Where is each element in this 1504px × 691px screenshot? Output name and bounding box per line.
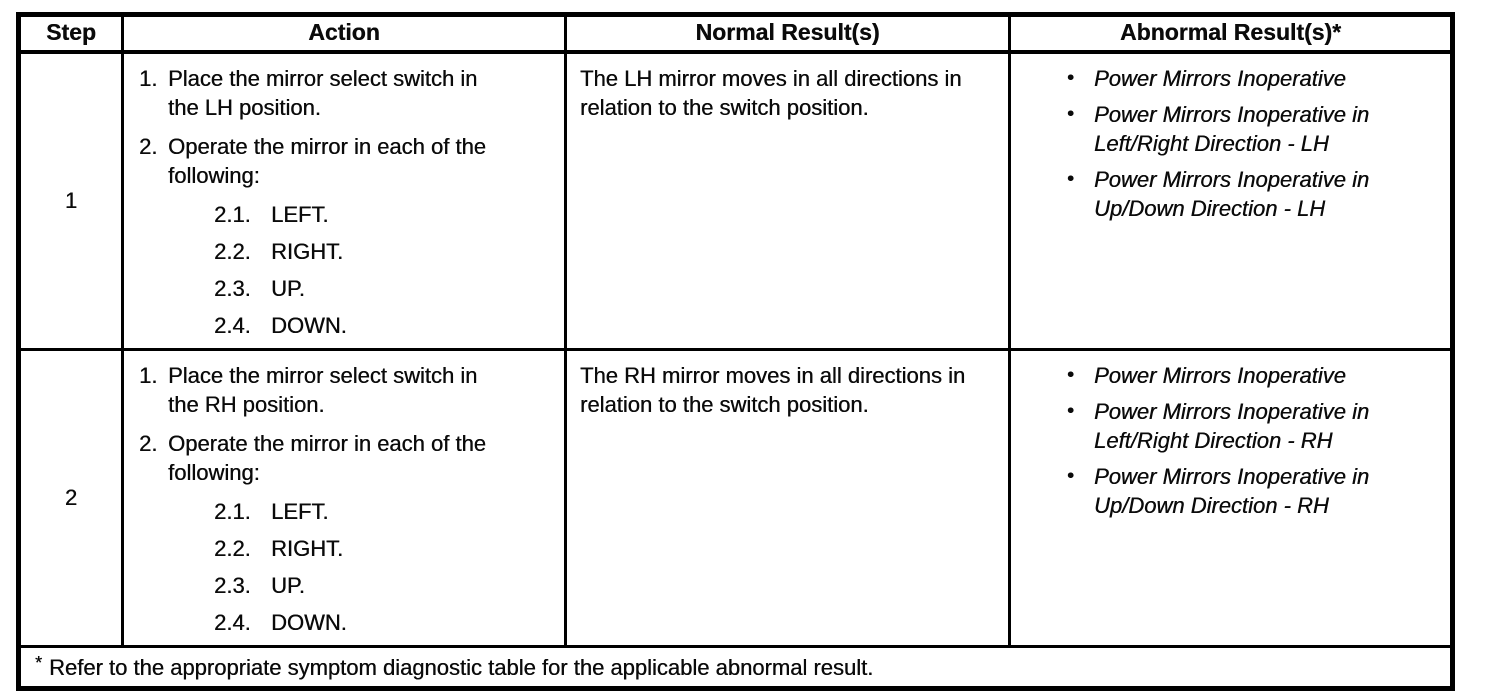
abnormal-result-item: • Power Mirrors Inoperative in Left/Righ… [1011, 397, 1444, 455]
action-item: 2. Operate the mirror in each of the fol… [139, 429, 556, 487]
sub-action-text: UP. [271, 571, 305, 600]
abnormal-result-cell: • Power Mirrors Inoperative • Power Mirr… [1010, 350, 1453, 647]
column-header-normal-results: Normal Result(s) [566, 15, 1010, 53]
action-item-text: Operate the mirror in each of the follow… [168, 132, 496, 190]
action-item-number: 1. [139, 361, 168, 419]
normal-result-cell: The LH mirror moves in all directions in… [566, 52, 1010, 350]
abnormal-result-text: Power Mirrors Inoperative in Left/Right … [1094, 100, 1412, 158]
step-number: 1 [19, 52, 123, 350]
abnormal-result-text: Power Mirrors Inoperative in Left/Right … [1094, 397, 1412, 455]
bullet-icon: • [1067, 361, 1094, 390]
abnormal-result-item: • Power Mirrors Inoperative [1011, 64, 1444, 93]
action-item: 2. Operate the mirror in each of the fol… [139, 132, 556, 190]
bullet-icon: • [1067, 64, 1094, 93]
action-cell: 1. Place the mirror select switch in the… [123, 350, 566, 647]
abnormal-result-item: • Power Mirrors Inoperative in Up/Down D… [1011, 165, 1444, 223]
action-item: 1. Place the mirror select switch in the… [139, 64, 556, 122]
footnote-asterisk: * [35, 649, 42, 677]
normal-result-cell: The RH mirror moves in all directions in… [566, 350, 1010, 647]
normal-result-text: The LH mirror moves in all directions in… [580, 64, 982, 122]
column-header-abnormal-results: Abnormal Result(s)* [1010, 15, 1453, 53]
sub-action-item: 2.4. DOWN. [214, 608, 556, 637]
sub-action-item: 2.4. DOWN. [214, 311, 556, 340]
sub-action-text: LEFT. [271, 200, 328, 229]
sub-action-number: 2.3. [214, 571, 271, 600]
action-item-text: Place the mirror select switch in the RH… [168, 361, 496, 419]
sub-action-item: 2.2. RIGHT. [214, 237, 556, 266]
action-item-text: Operate the mirror in each of the follow… [168, 429, 496, 487]
sub-action-item: 2.1. LEFT. [214, 200, 556, 229]
sub-action-text: LEFT. [271, 497, 328, 526]
sub-action-text: DOWN. [271, 311, 347, 340]
sub-action-number: 2.1. [214, 200, 271, 229]
scanned-document-page: Step Action Normal Result(s) Abnormal Re… [0, 0, 1504, 654]
sub-action-item: 2.1. LEFT. [214, 497, 556, 526]
sub-action-number: 2.2. [214, 237, 271, 266]
sub-action-number: 2.1. [214, 497, 271, 526]
abnormal-result-cell: • Power Mirrors Inoperative • Power Mirr… [1010, 52, 1453, 350]
sub-action-item: 2.3. UP. [214, 274, 556, 303]
sub-action-number: 2.4. [214, 311, 271, 340]
header-row: Step Action Normal Result(s) Abnormal Re… [19, 15, 1453, 53]
bullet-icon: • [1067, 165, 1094, 223]
action-item-text: Place the mirror select switch in the LH… [168, 64, 496, 122]
abnormal-result-item: • Power Mirrors Inoperative [1011, 361, 1444, 390]
abnormal-result-text: Power Mirrors Inoperative [1094, 361, 1346, 390]
sub-action-number: 2.2. [214, 534, 271, 563]
table-row: 2 1. Place the mirror select switch in t… [19, 350, 1453, 647]
diagnostic-table: Step Action Normal Result(s) Abnormal Re… [16, 12, 1455, 691]
sub-action-number: 2.4. [214, 608, 271, 637]
sub-action-item: 2.3. UP. [214, 571, 556, 600]
bullet-icon: • [1067, 462, 1094, 520]
abnormal-result-text: Power Mirrors Inoperative [1094, 64, 1346, 93]
action-item-number: 2. [139, 429, 168, 487]
sub-action-item: 2.2. RIGHT. [214, 534, 556, 563]
abnormal-result-text: Power Mirrors Inoperative in Up/Down Dir… [1094, 165, 1412, 223]
abnormal-result-text: Power Mirrors Inoperative in Up/Down Dir… [1094, 462, 1412, 520]
bullet-icon: • [1067, 100, 1094, 158]
sub-action-text: DOWN. [271, 608, 347, 637]
table-row: 1 1. Place the mirror select switch in t… [19, 52, 1453, 350]
bullet-icon: • [1067, 397, 1094, 455]
column-header-action: Action [123, 15, 566, 53]
step-number: 2 [19, 350, 123, 647]
action-item: 1. Place the mirror select switch in the… [139, 361, 556, 419]
abnormal-result-item: • Power Mirrors Inoperative in Left/Righ… [1011, 100, 1444, 158]
footnote-cell: * Refer to the appropriate symptom diagno… [19, 647, 1453, 689]
sub-action-number: 2.3. [214, 274, 271, 303]
column-header-step: Step [19, 15, 123, 53]
footnote-row: * Refer to the appropriate symptom diagno… [19, 647, 1453, 689]
abnormal-result-item: • Power Mirrors Inoperative in Up/Down D… [1011, 462, 1444, 520]
sub-action-text: UP. [271, 274, 305, 303]
sub-action-text: RIGHT. [271, 237, 343, 266]
action-cell: 1. Place the mirror select switch in the… [123, 52, 566, 350]
normal-result-text: The RH mirror moves in all directions in… [580, 361, 982, 419]
footnote-text: Refer to the appropriate symptom diagnos… [49, 655, 873, 680]
action-item-number: 2. [139, 132, 168, 190]
action-item-number: 1. [139, 64, 168, 122]
sub-action-text: RIGHT. [271, 534, 343, 563]
